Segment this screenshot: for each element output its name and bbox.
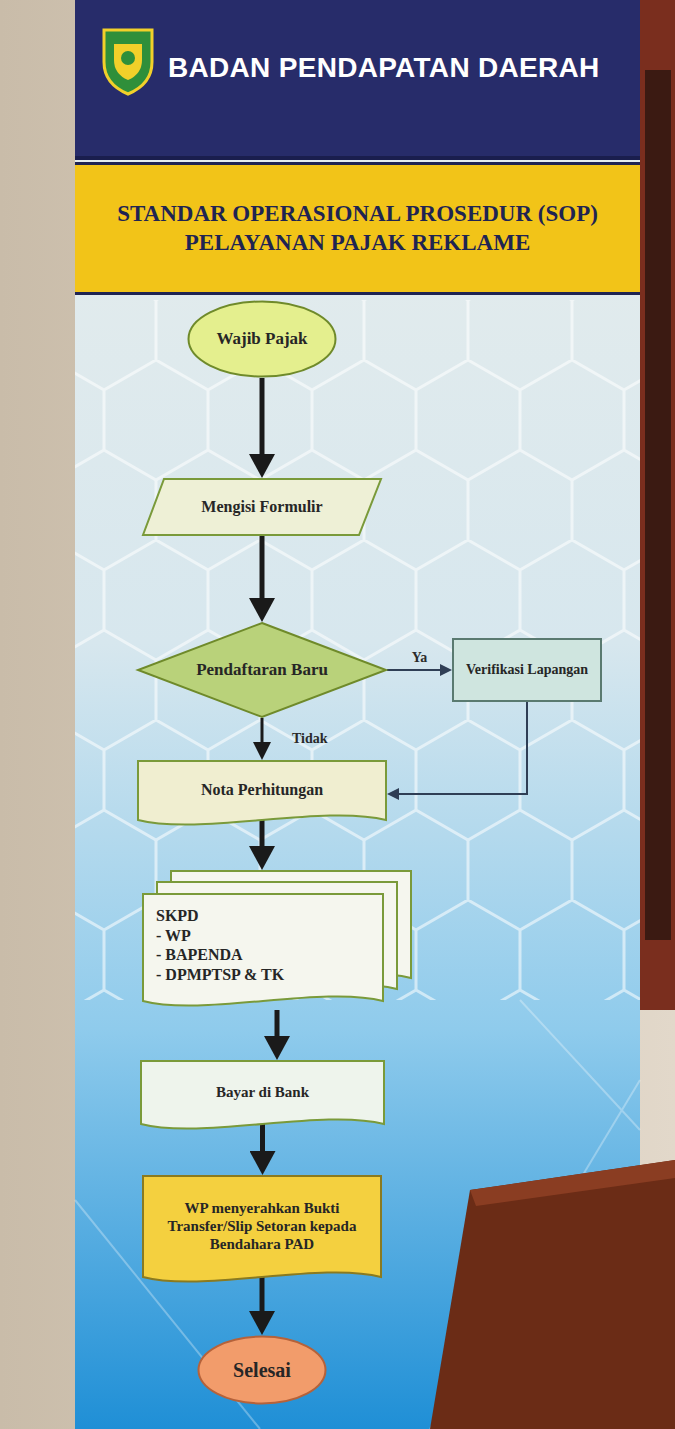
multi-document: SKPD- WP- BAPENDA- DPMPTSP & TK (142, 870, 412, 1010)
end-ellipse: Selesai (197, 1335, 327, 1405)
flow-arrow (260, 1277, 265, 1329)
document-box: Nota Perhitungan (137, 760, 387, 828)
banner-title: BADAN PENDAPATAN DAERAH (168, 52, 600, 84)
document-box: WP menyerahkan Bukti Transfer/Slip Setor… (142, 1175, 382, 1285)
start-ellipse: Wajib Pajak (187, 300, 337, 378)
flow-arrow (387, 669, 446, 671)
flow-arrow (260, 378, 265, 472)
node-text-group: SKPD- WP- BAPENDA- DPMPTSP & TK (156, 906, 372, 984)
decision-diamond: Pendaftaran Baru (137, 622, 387, 718)
input-parallelogram: Mengisi Formulir (142, 478, 382, 536)
node-text: Bayar di Bank (150, 1083, 375, 1101)
flow-arrow (275, 1010, 280, 1054)
node-text-group: Pendaftaran Baru (187, 660, 337, 681)
node-text-group: Mengisi Formulir (168, 497, 356, 517)
node-text-group: Nota Perhitungan (147, 780, 377, 800)
node-text: - WP (156, 926, 372, 946)
node-text: Nota Perhitungan (147, 780, 377, 800)
node-text: Mengisi Formulir (168, 497, 356, 517)
node-text: - DPMPTSP & TK (156, 965, 372, 985)
logo-shield (104, 30, 152, 94)
node-text-group: WP menyerahkan Bukti Transfer/Slip Setor… (152, 1199, 372, 1254)
document-box: Bayar di Bank (140, 1060, 385, 1132)
flow-arrow (393, 702, 527, 794)
flow-arrow (260, 536, 265, 616)
node-text-group: Selesai (214, 1358, 310, 1382)
header-rule (75, 156, 640, 160)
node-text-group: Bayar di Bank (150, 1083, 375, 1101)
node-text: Selesai (214, 1358, 310, 1382)
edge-label: Tidak (292, 731, 328, 747)
window-pane (645, 70, 671, 940)
node-text: WP menyerahkan Bukti Transfer/Slip Setor… (152, 1199, 372, 1254)
flow-arrow (261, 718, 264, 754)
node-text-group: Verifikasi Lapangan (462, 661, 592, 678)
node-text: Wajib Pajak (207, 329, 317, 350)
node-text: Pendaftaran Baru (187, 660, 337, 681)
table-corner (430, 1160, 675, 1429)
flow-arrow (260, 820, 265, 864)
node-text-group: Wajib Pajak (207, 329, 317, 350)
edge-label: Ya (412, 650, 428, 666)
node-text: SKPD (156, 906, 372, 926)
heading-band: STANDAR OPERASIONAL PROSEDUR (SOP) PELAY… (75, 162, 640, 295)
node-text: Verifikasi Lapangan (462, 661, 592, 678)
node-text: STANDAR OPERASIONAL PROSEDUR (SOP) PELAY… (91, 200, 624, 258)
node-text-group: STANDAR OPERASIONAL PROSEDUR (SOP) PELAY… (91, 200, 624, 258)
node-text: - BAPENDA (156, 945, 372, 965)
header-band (75, 0, 640, 160)
table-edge (470, 1160, 675, 1206)
process-box: Verifikasi Lapangan (452, 638, 602, 702)
flow-arrow (260, 1124, 265, 1169)
